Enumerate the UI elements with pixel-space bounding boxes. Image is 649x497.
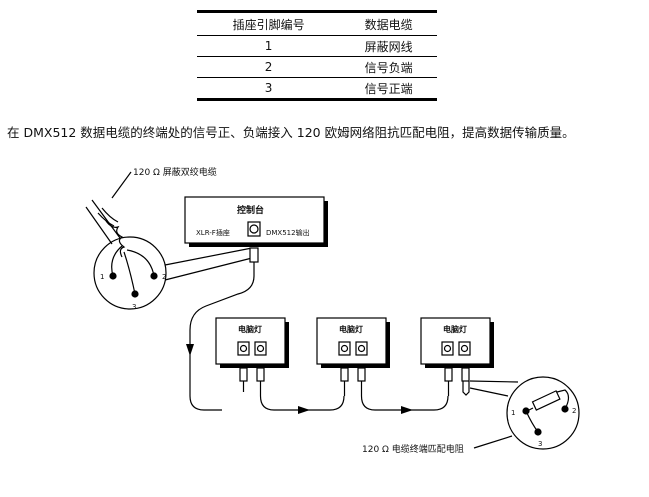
left-pin-1: 1	[100, 273, 104, 281]
left-connector-detail	[93, 236, 167, 310]
pin-column-header: 插座引脚编号	[197, 10, 341, 36]
xlr-socket-icon	[247, 221, 261, 237]
fixture-1-label: 电脑灯	[238, 324, 262, 334]
right-pin-1: 1	[511, 409, 515, 417]
right-zoom-line	[469, 380, 519, 383]
controller-title: 控制台	[237, 204, 264, 216]
fixture-3-label: 电脑灯	[443, 324, 467, 334]
fixture-2-in-plug	[340, 367, 349, 396]
dmx-out-socket-icon	[254, 341, 267, 356]
cable-function: 信号负端	[340, 56, 437, 78]
pin-table-header-row: 插座引脚编号 数据电缆	[197, 10, 437, 36]
moving-light-3: 电脑灯	[420, 317, 494, 368]
termination-resistor-icon	[522, 389, 570, 436]
left-zoom-line	[164, 257, 253, 281]
cable-function: 信号正端	[340, 77, 437, 101]
left-connector-wires	[109, 245, 158, 298]
flow-arrow	[401, 406, 413, 414]
right-pin-3: 3	[538, 440, 542, 448]
fixture-2-label: 电脑灯	[339, 324, 363, 334]
controller-output-plug	[249, 247, 259, 276]
terminator-label: 120 Ω 电缆终端匹配电阻	[362, 443, 464, 455]
right-connector-detail	[506, 376, 580, 450]
pin-table: 插座引脚编号 数据电缆 1 屏蔽网线 2 信号负端 3 信号正端	[197, 10, 437, 101]
description-text: 在 DMX512 数据电缆的终端处的信号正、负端接入 120 欧姆网络阻抗匹配电…	[7, 125, 575, 140]
pin-number: 2	[197, 56, 341, 78]
right-zoom-line	[469, 387, 509, 397]
fixture-1-in-plug	[239, 367, 248, 392]
cable-column-header: 数据电缆	[340, 10, 437, 36]
left-pin-2: 2	[162, 273, 166, 281]
pin-number: 3	[197, 77, 341, 101]
dmx-out-socket-icon	[458, 341, 471, 356]
right-pin-2: 2	[572, 407, 576, 415]
moving-light-2: 电脑灯	[316, 317, 390, 368]
fixture-1-out-plug	[256, 367, 265, 396]
dmx-output-label: DMX512输出	[266, 228, 310, 237]
flow-arrow	[186, 344, 194, 356]
shielded-cable-icon	[85, 199, 126, 258]
cable-function: 屏蔽网线	[340, 35, 437, 57]
dmx-out-socket-icon	[355, 341, 368, 356]
flow-arrow	[298, 406, 310, 414]
fixture-2-out-plug	[357, 367, 366, 396]
terminator-plug	[461, 367, 470, 396]
xlr-socket-label: XLR-F插座	[196, 228, 230, 237]
pin-number: 1	[197, 35, 341, 57]
moving-light-1: 电脑灯	[215, 317, 289, 368]
dmx-in-socket-icon	[441, 341, 454, 356]
dmx-cable-segment	[189, 275, 255, 411]
controller-console: 控制台 XLR-F插座 DMX512输出	[184, 196, 328, 247]
dmx-in-socket-icon	[237, 341, 250, 356]
cable-label: 120 Ω 屏蔽双绞电缆	[133, 166, 217, 178]
terminator-label-leader	[473, 435, 513, 449]
left-zoom-line	[164, 247, 253, 266]
table-row: 3 信号正端	[197, 77, 437, 101]
table-row: 1 屏蔽网线	[197, 35, 437, 57]
dmx-in-socket-icon	[338, 341, 351, 356]
left-pin-3: 3	[132, 303, 136, 311]
fixture-3-in-plug	[444, 367, 453, 396]
table-row: 2 信号负端	[197, 56, 437, 78]
cable-label-leader	[111, 171, 132, 199]
